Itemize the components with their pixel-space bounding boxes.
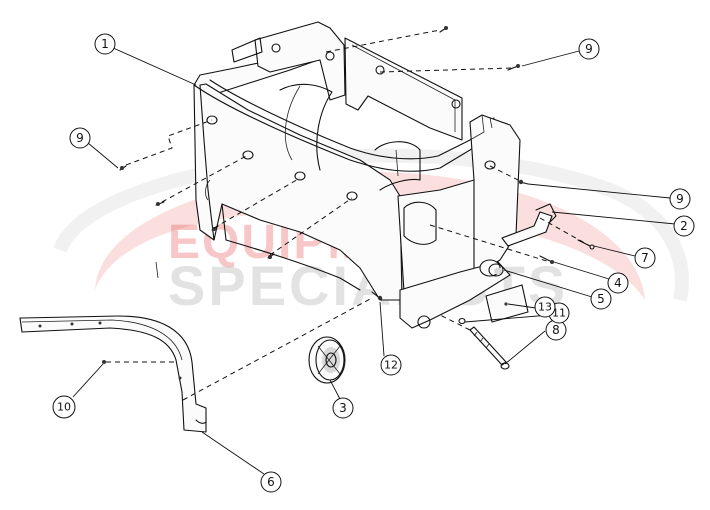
guard-bracket-part-6	[19, 315, 207, 433]
svg-text:2: 2	[680, 219, 688, 233]
callout-5: 5	[590, 288, 612, 310]
callout-6: 6	[260, 471, 282, 493]
fasteners	[102, 26, 595, 370]
handle-part-2	[501, 203, 557, 247]
svg-text:1: 1	[101, 37, 109, 51]
leader-lines	[72, 46, 676, 475]
callout-7: 7	[634, 247, 656, 269]
assembly-lines	[106, 29, 591, 401]
wheel-part-3	[308, 336, 346, 384]
callout-12: 12	[380, 354, 402, 376]
svg-text:9: 9	[76, 131, 84, 145]
callout-2: 2	[673, 215, 695, 237]
svg-text:6: 6	[267, 475, 275, 489]
cover-plate-part-13	[485, 284, 529, 323]
svg-text:7: 7	[641, 251, 649, 265]
callout-4: 4	[607, 272, 629, 294]
callout-9-right: 9	[669, 188, 691, 210]
svg-text:5: 5	[597, 292, 605, 306]
svg-text:8: 8	[552, 323, 560, 337]
callout-9-top: 9	[578, 38, 600, 60]
svg-text:11: 11	[552, 307, 566, 320]
callout-3: 3	[332, 397, 354, 419]
callout-9-left: 9	[69, 127, 91, 149]
knob-part-4-5	[479, 259, 504, 277]
svg-text:3: 3	[339, 401, 347, 415]
svg-text:9: 9	[676, 192, 684, 206]
svg-text:12: 12	[384, 359, 398, 372]
main-housing-part-1	[155, 21, 521, 329]
callout-8: 8	[545, 319, 567, 341]
callout-1: 1	[94, 33, 116, 55]
callout-13: 13	[534, 296, 556, 318]
svg-text:10: 10	[57, 401, 71, 414]
svg-text:4: 4	[614, 276, 622, 290]
svg-text:9: 9	[585, 42, 593, 56]
callout-10: 10	[52, 395, 76, 419]
svg-text:13: 13	[538, 301, 552, 314]
